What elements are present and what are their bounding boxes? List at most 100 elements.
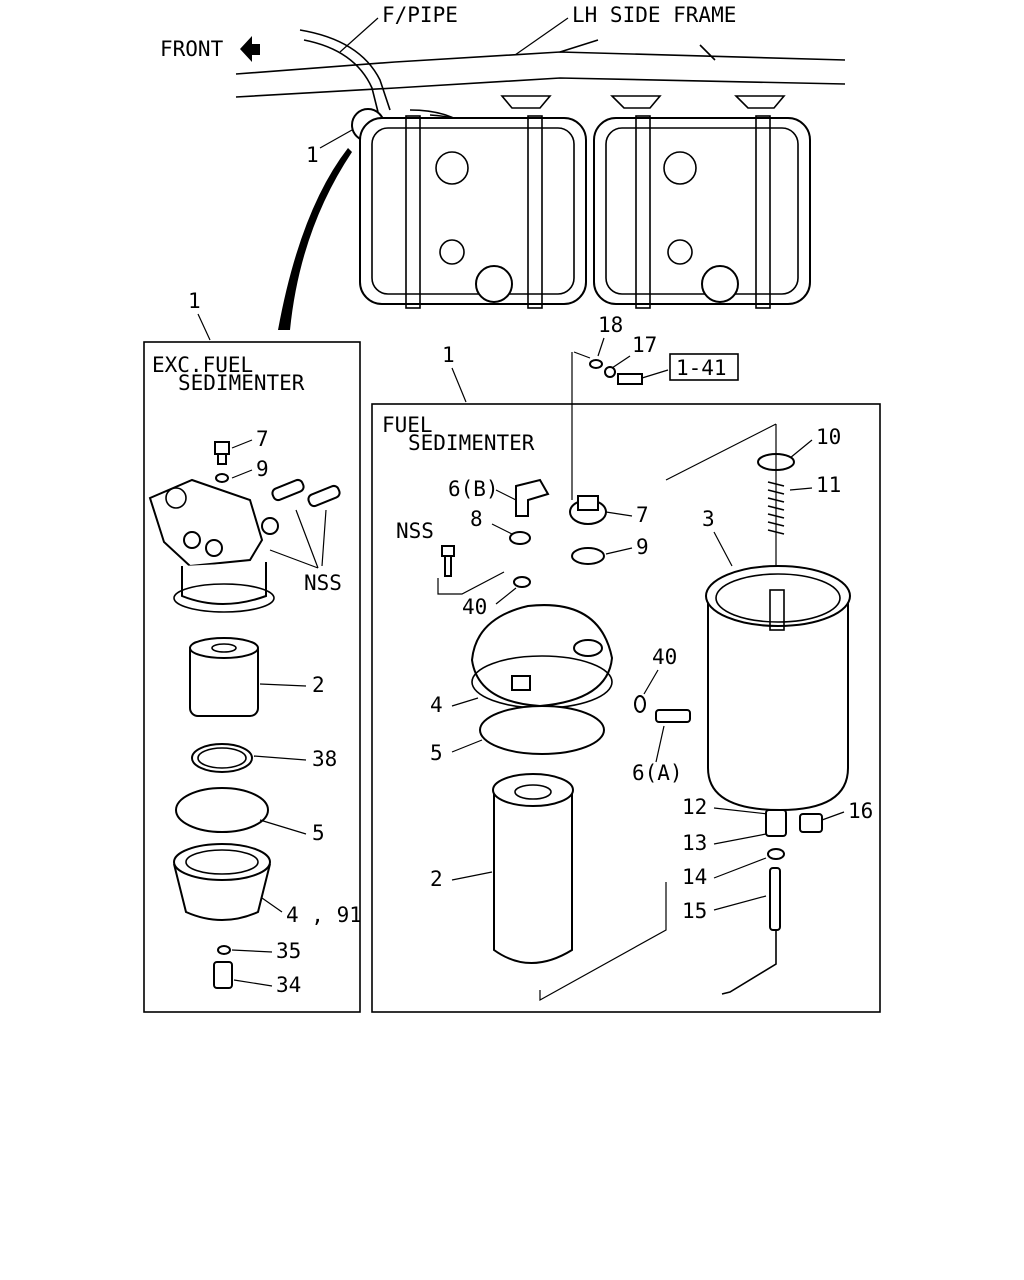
left-panel-frame	[143, 341, 361, 1013]
filter-element-2-right-top	[492, 773, 574, 807]
callout-right-5-leader	[451, 739, 483, 753]
fuel-pipe-1	[299, 29, 391, 111]
tank-2-strap-b	[755, 115, 771, 309]
callout-right-5: 5	[430, 741, 443, 765]
fuel-tank-1-inner	[371, 127, 575, 295]
washer-17	[604, 366, 616, 378]
washer-40b	[634, 695, 646, 713]
ref-box-leader	[641, 369, 669, 379]
callout-right-13-leader	[713, 833, 767, 845]
head-port-c	[261, 517, 279, 535]
callout-right-7: 7	[636, 503, 649, 527]
callout-right-12-leader	[713, 807, 769, 815]
tank-2-strap-a	[635, 115, 651, 309]
bolt-axis-line	[571, 351, 591, 500]
callout-right-16-leader	[821, 811, 845, 821]
callout-right-nss: NSS	[396, 519, 434, 543]
front-label: FRONT	[160, 37, 224, 61]
callout-right-15: 15	[682, 899, 707, 923]
right-title-line2: SEDIMENTER	[408, 431, 535, 455]
callout-left-35-leader	[231, 949, 273, 953]
tank-1-drain	[439, 239, 465, 265]
tank-1-cap	[475, 265, 513, 303]
head-4-bore	[573, 639, 603, 657]
tank-2-bracket-b	[734, 95, 786, 109]
callout-right-6a: 6(A)	[632, 761, 683, 785]
o-ring-5	[175, 787, 269, 833]
callout-right-7-leader	[605, 511, 633, 517]
callout-right-10-leader	[789, 439, 813, 459]
washer-14	[767, 848, 785, 860]
callout-left-38-leader	[253, 755, 307, 761]
callout-left-7: 7	[256, 427, 269, 451]
left-arrow-icon	[240, 36, 260, 62]
head-mount-hole	[165, 487, 187, 509]
callout-right-6b: 6(B)	[448, 477, 499, 501]
callout-left-9-leader	[231, 469, 253, 479]
fuel-tank-2	[593, 117, 811, 305]
frame-rail-lower	[235, 77, 846, 98]
callout-right-2-leader	[451, 871, 493, 881]
right-group-ref-leader	[451, 367, 467, 403]
tank-1-strap-b	[527, 115, 543, 309]
filter-element-2-hole	[211, 643, 237, 653]
fitting-16	[799, 813, 823, 833]
left-group-ref: 1	[188, 289, 201, 313]
callout-right-8-leader	[491, 523, 513, 535]
callout-right-40b-leader	[643, 669, 659, 695]
bowl-3-center-stem	[769, 589, 785, 631]
tank-1-bracket	[500, 95, 552, 109]
tank-2-cap	[701, 265, 739, 303]
lh-side-frame-label: LH SIDE FRAME	[572, 3, 736, 27]
callout-left-9: 9	[256, 457, 269, 481]
callout-left-4-91: 4 , 91	[286, 903, 362, 927]
bowl-3-inner	[715, 573, 841, 623]
callout-right-18: 18	[598, 313, 623, 337]
head-body	[181, 562, 267, 605]
sensor-15-wire	[721, 930, 777, 995]
left-group-ref-leader	[197, 313, 211, 341]
fpipe-label: F/PIPE	[382, 3, 458, 27]
fuel-pipe-2	[303, 39, 379, 113]
ref-box-text: 1-41	[676, 356, 727, 380]
fpipe-leader	[339, 17, 379, 53]
callout-right-17: 17	[632, 333, 657, 357]
callout-right-6b-leader	[495, 489, 517, 501]
tank-2-bracket-a	[610, 95, 662, 109]
left-panel: 1 EXC.FUEL SEDIMENTER 7 9 NSS 2	[143, 289, 362, 1013]
left-title-line1: EXC.FUEL	[152, 353, 253, 377]
filter-element-2-right-hole	[514, 784, 552, 800]
sedimenter-head	[148, 478, 264, 568]
callout-right-3-leader	[713, 531, 733, 567]
callout-right-16: 16	[848, 799, 873, 823]
callout-left-2: 2	[312, 673, 325, 697]
top-assembly: FRONT F/PIPE LH SIDE FRAME 1	[160, 3, 846, 330]
callout-right-10: 10	[816, 425, 841, 449]
nss-bolt-axis	[437, 571, 505, 595]
callout-right-4: 4	[430, 693, 443, 717]
bolt-7	[214, 441, 230, 455]
head-rim	[173, 583, 275, 613]
tank-2-sender	[663, 151, 697, 185]
callout-right-6a-leader	[655, 725, 665, 763]
callout-right-40a-leader	[495, 587, 517, 605]
callout-left-2-leader	[259, 683, 307, 687]
sensor-15	[769, 867, 781, 931]
nss-bolt-head	[441, 545, 455, 557]
callout-right-3: 3	[702, 507, 715, 531]
ref-box	[669, 353, 739, 381]
right-group-ref: 1	[442, 343, 455, 367]
filter-axis	[539, 882, 667, 1002]
callout-left-4-91-leader	[261, 897, 283, 913]
elbow-fitting-6b	[515, 478, 550, 517]
callout-right-15-leader	[713, 895, 767, 911]
gasket-5	[479, 705, 605, 755]
head-port-a	[183, 531, 201, 549]
bowl-4-thread	[185, 849, 259, 875]
callout-right-9: 9	[636, 535, 649, 559]
nss-bolt-shank	[444, 555, 452, 577]
callout-right-11-leader	[789, 487, 813, 491]
right-panel-frame	[371, 403, 881, 1013]
frame-leader	[514, 17, 569, 56]
